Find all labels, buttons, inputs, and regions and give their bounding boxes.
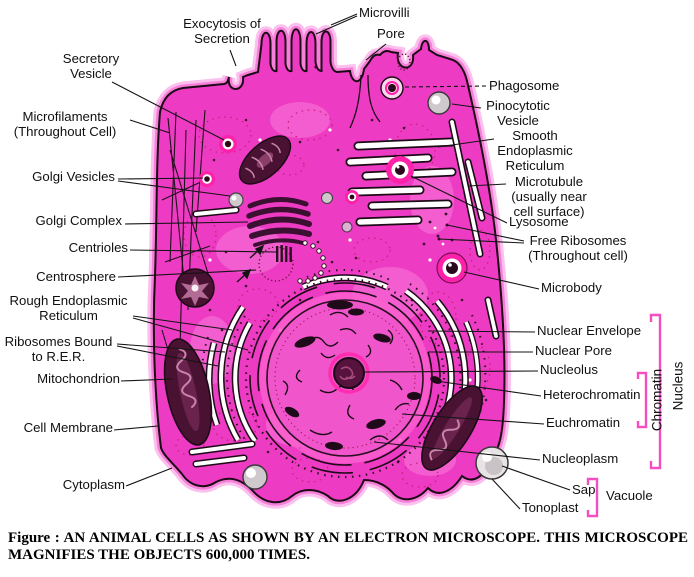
label-rough-er: Rough Endoplasmic Reticulum: [9, 293, 128, 323]
leader-free-ribosomes: [438, 224, 525, 244]
leader-euchromatin: [401, 413, 545, 425]
label-microfilaments: Microfilaments (Throughout Cell): [13, 109, 117, 139]
caption-line-2: MAGNIFIES THE OBJECTS 600,000 TIMES.: [8, 547, 311, 563]
leader-golgi-vesicles: [117, 177, 231, 197]
phagosome-shape: [380, 76, 404, 100]
label-sap: Sap: [572, 482, 596, 497]
label-nuclear-envelope: Nuclear Envelope: [537, 323, 642, 338]
leader-sap: [501, 465, 571, 491]
leader-pore: [365, 43, 387, 61]
nucleus-bracket: [649, 313, 662, 470]
label-secretory-vesicle: Secretory Vesicle: [62, 51, 120, 81]
free-vesicle-shape: [345, 190, 359, 204]
label-microbody: Microbody: [541, 280, 602, 295]
label-phagosome: Phagosome: [489, 78, 560, 93]
leader-centrosphere: [117, 269, 257, 278]
label-mitochondrion: Mitochondrion: [37, 371, 120, 386]
smooth-er-shape: [188, 137, 457, 468]
leader-exocytosis: [229, 49, 237, 67]
leader-nucleolus: [363, 370, 539, 373]
label-cytoplasm: Cytoplasm: [62, 477, 125, 492]
label-smooth-er: Smooth Endoplasmic Reticulum: [497, 128, 573, 173]
label-tonoplast: Tonoplast: [522, 500, 579, 515]
vacuole-shape: [475, 446, 509, 480]
leader-cell-membrane: [113, 425, 159, 431]
label-pinocytotic-vesicle: Pinocytotic Vesicle: [486, 98, 550, 128]
mitochondrion-cross-section: [175, 268, 215, 308]
bottom-left-vesicle-shape: [242, 464, 268, 490]
leader-microvilli: [315, 13, 358, 35]
label-centrosphere: Centrosphere: [36, 269, 116, 284]
label-free-ribosomes: Free Ribosomes (Throughout cell): [528, 233, 628, 263]
leader-secretory-vesicle: [111, 81, 225, 141]
chromatin-bracket: [636, 371, 648, 429]
leader-microbody: [463, 271, 540, 290]
label-vacuole: Vacuole: [606, 488, 653, 503]
label-pore: Pore: [377, 26, 405, 41]
label-microtubule: Microtubule (usually near cell surface): [511, 174, 587, 219]
nucleolus-shape: [328, 352, 370, 394]
label-golgi-complex: Golgi Complex: [35, 213, 123, 228]
rough-er: [200, 268, 487, 448]
caption-line-1: Figure : AN ANIMAL CELLS AS SHOWN BY AN …: [8, 530, 688, 546]
label-microvilli: Microvilli: [359, 5, 410, 20]
leader-pinocytotic: [451, 103, 482, 109]
leader-lysosome: [410, 175, 508, 224]
mitochondrion-top: [238, 135, 292, 185]
vacuole-bracket: [586, 477, 599, 518]
microbody-shape: [436, 252, 468, 284]
mitochondrion-left: [163, 338, 213, 446]
label-nucleolus: Nucleolus: [540, 362, 598, 377]
golgi-complex-shape: [246, 197, 312, 247]
heterochromatin-patches: [284, 300, 442, 451]
label-euchromatin: Euchromatin: [546, 415, 621, 430]
label-centrioles: Centrioles: [68, 240, 128, 255]
leader-microfilaments: [129, 119, 171, 134]
leader-centrioles: [129, 249, 277, 253]
label-lysosome: Lysosome: [509, 214, 569, 229]
label-heterochromatin: Heterochromatin: [543, 387, 641, 402]
leader-rough-er: [132, 315, 249, 351]
label-cell-membrane: Cell Membrane: [23, 420, 113, 435]
nucleus-shape: [244, 277, 446, 479]
leader-nucleoplasm: [373, 441, 541, 461]
leader-lines: [111, 13, 571, 510]
secretory-vesicle-shape: [219, 135, 237, 153]
pinocytotic-vesicle-shape: [427, 91, 451, 115]
leader-tonoplast: [491, 478, 521, 510]
label-nucleus-group: Nucleus: [670, 361, 686, 411]
lysosome-shape: [386, 156, 414, 184]
leader-microtubule: [467, 183, 507, 187]
leader-ribosomes-bound: [116, 343, 226, 367]
group-brackets: [586, 313, 662, 518]
leader-smooth-er: [437, 138, 495, 148]
label-ribosomes-bound: Ribosomes Bound to R.E.R.: [4, 334, 113, 364]
label-nucleoplasm: Nucleoplasm: [542, 451, 619, 466]
figure-caption: Figure : AN ANIMAL CELLS AS SHOWN BY AN …: [8, 530, 688, 564]
leader-nuclear-envelope: [427, 330, 536, 333]
label-chromatin-group: Chromatin: [649, 368, 665, 432]
label-exocytosis: Exocytosis of Secretion: [183, 16, 261, 46]
leader-golgi-complex: [124, 221, 249, 225]
leader-cytoplasm: [125, 467, 173, 487]
label-golgi-vesicles: Golgi Vesicles: [32, 169, 115, 184]
leader-heterochromatin: [435, 380, 542, 397]
golgi-vesicle-shapes: [199, 171, 353, 233]
leader-mitochondrion: [120, 378, 173, 382]
label-nuclear-pore: Nuclear Pore: [535, 343, 612, 358]
centrioles-shape: [236, 240, 327, 284]
cytoplasm-stipple: [175, 109, 491, 488]
